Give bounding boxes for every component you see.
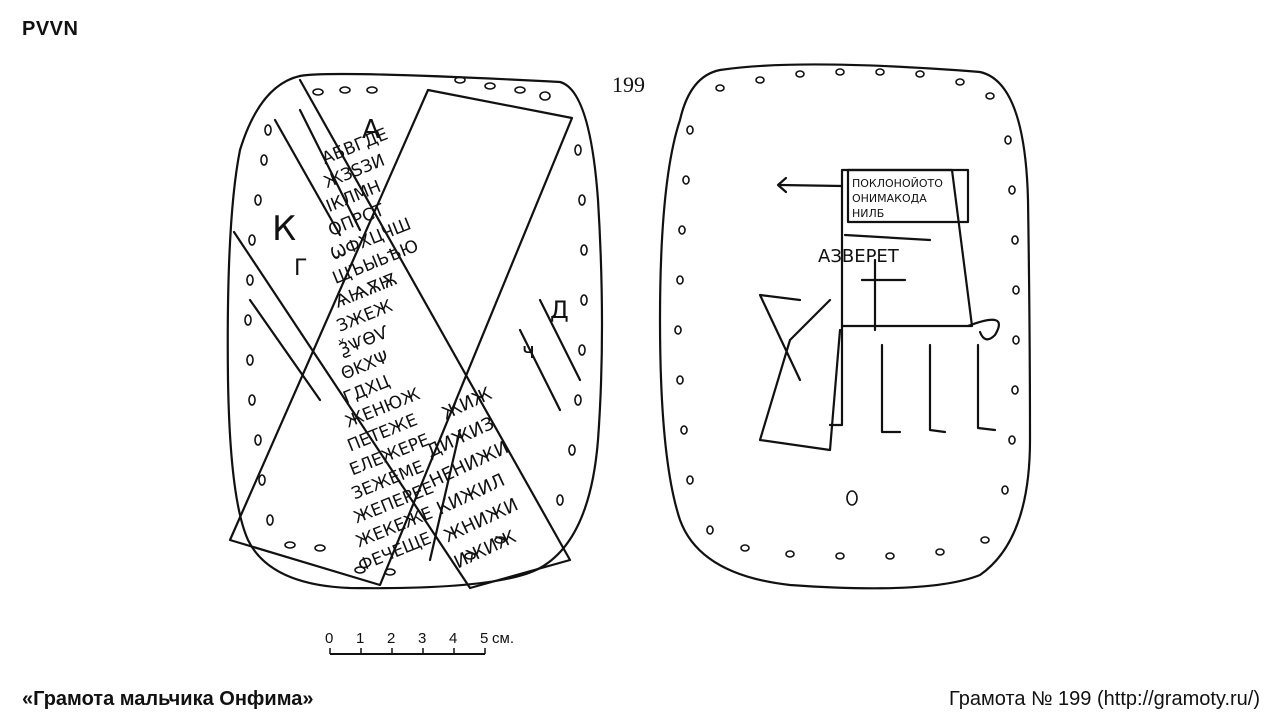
- alphabet-text: АБВГДЕ ЖЗЅЗИ ІКЛМН ОПРСТ ѠФХЦЧШ ЩЪЫЬѢЮ Ѧ…: [319, 124, 437, 576]
- right-panel-letter-1: Д: [550, 296, 569, 324]
- scale-bar: 0 1 2 3 4 5 см.: [325, 630, 514, 655]
- inscription-line: ПОКЛОНОЙОТО: [852, 177, 943, 190]
- spear: [778, 183, 844, 188]
- document-number: 199: [612, 72, 645, 97]
- front-band-upper: [228, 88, 574, 587]
- top-left-letter: А: [362, 115, 380, 145]
- beast-tail-curl: [966, 318, 1001, 341]
- scale-unit: см.: [492, 630, 514, 647]
- beast-leg-1: [828, 324, 844, 427]
- beast-leg-4: [976, 343, 997, 432]
- right-panel-letter-2: ч: [522, 339, 535, 364]
- warrior-figure: [758, 293, 842, 452]
- front-band-lower: [232, 78, 572, 590]
- brand-logo: PVVN: [22, 18, 79, 40]
- scale-tick-label: 5: [480, 630, 488, 647]
- front-outline: [226, 72, 604, 590]
- caption-title: «Грамота мальчика Онфима»: [22, 688, 314, 710]
- inscription-line: НИЛБ: [852, 207, 884, 220]
- scale-tick-label: 4: [449, 630, 457, 647]
- scale-tick-label: 3: [418, 630, 426, 647]
- back-outline: [658, 63, 1032, 590]
- scale-tick-label: 2: [387, 630, 395, 647]
- caption-source: Грамота № 199 (http://gramoty.ru/): [949, 688, 1260, 710]
- inscription-box: [846, 168, 970, 224]
- front-border-dots: [244, 76, 588, 576]
- inscription-line: ОНИМАКОДА: [852, 192, 927, 205]
- scale-tick-label: 1: [356, 630, 364, 647]
- abc-label: АЗВЕРЕТ: [818, 246, 900, 267]
- beast-leg-2: [880, 343, 902, 434]
- back-border-dots: [674, 68, 1020, 560]
- left-panel-letter-2: Г: [294, 256, 307, 281]
- left-panel-letter-1: К: [272, 209, 296, 249]
- beast-leg-3: [928, 343, 947, 434]
- scale-tick-label: 0: [325, 630, 333, 647]
